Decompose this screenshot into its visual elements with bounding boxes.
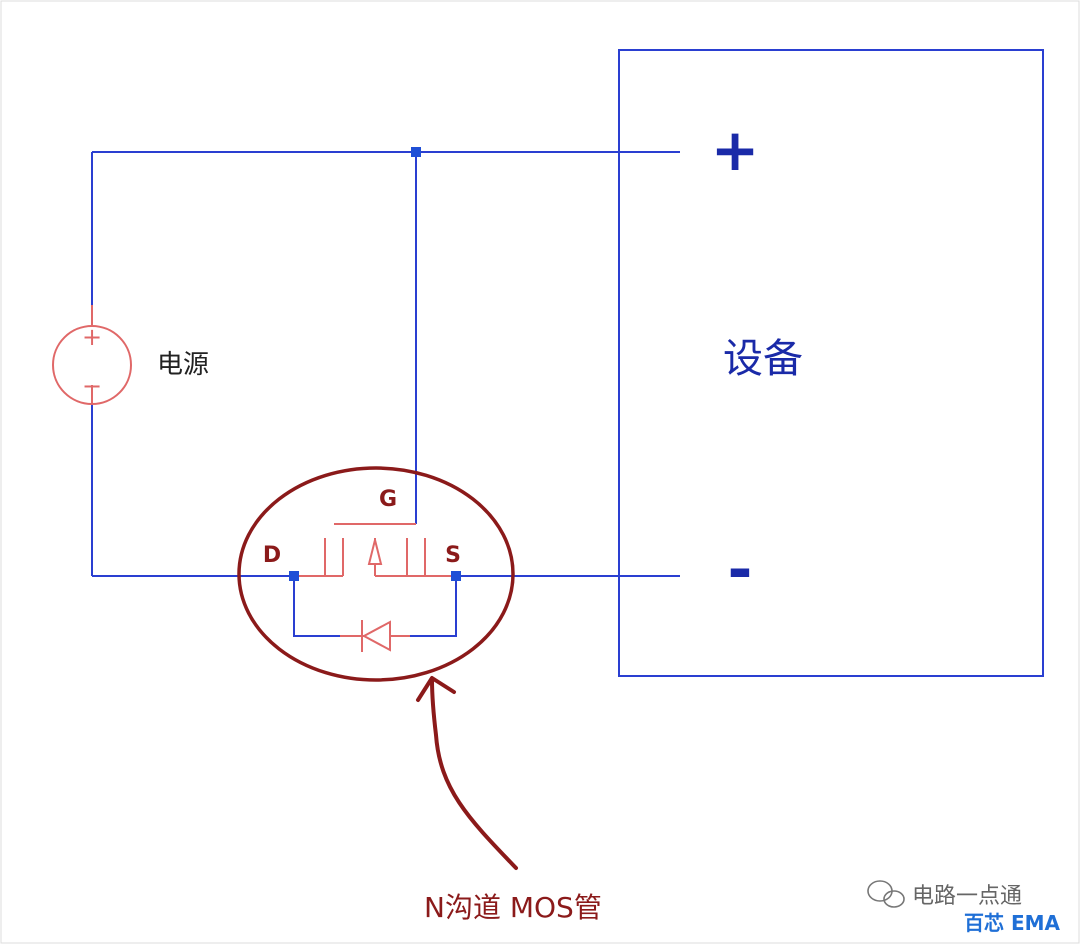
device-box xyxy=(618,49,1044,677)
power-source-symbol xyxy=(52,305,132,405)
body-diode xyxy=(340,620,410,652)
annotation-label: N沟道 MOS管 xyxy=(424,891,602,924)
diode-loop-wire xyxy=(293,576,457,637)
watermark-account-name: 电路一点通 xyxy=(912,884,1022,909)
watermark: 电路一点通 百芯 EMA xyxy=(867,880,1061,935)
power-source-circle xyxy=(52,325,132,405)
power-source-plus-sign: + xyxy=(82,323,102,351)
annotation-circle xyxy=(237,466,515,682)
power-source-label: 电源 xyxy=(157,350,209,380)
device-minus-terminal: - xyxy=(728,535,753,605)
power-source-minus-sign: − xyxy=(82,372,102,400)
wechat-icon xyxy=(867,880,905,908)
mos-source-label: S xyxy=(445,543,461,568)
device-label: 设备 xyxy=(723,336,803,382)
junction-node-top xyxy=(411,147,421,157)
wires xyxy=(91,151,680,637)
watermark-brand: 百芯 EMA xyxy=(964,911,1061,935)
junction-node-drain xyxy=(289,571,299,581)
annotation-arrow xyxy=(430,678,518,870)
junction-node-source xyxy=(451,571,461,581)
device-plus-terminal: + xyxy=(711,116,760,184)
annotation-arrowhead xyxy=(416,676,456,702)
mos-gate-label: G xyxy=(379,487,397,512)
mos-drain-label: D xyxy=(263,543,281,568)
mosfet-symbol xyxy=(299,523,451,577)
body-arrow xyxy=(367,539,383,565)
junction-nodes xyxy=(289,147,461,581)
diode-triangle xyxy=(361,620,391,652)
